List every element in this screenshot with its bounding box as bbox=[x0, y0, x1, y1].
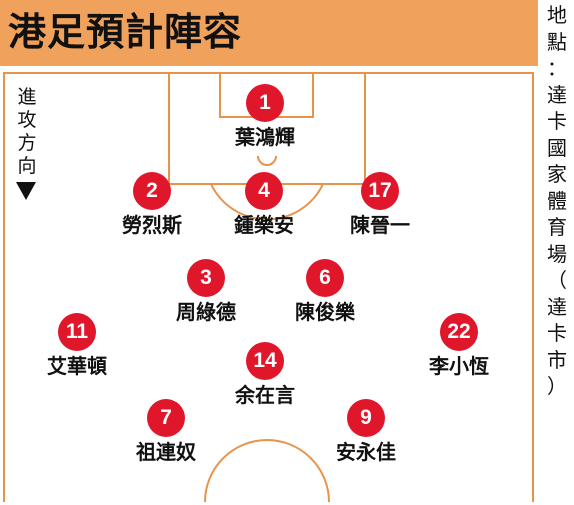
arrow-down-icon bbox=[16, 182, 36, 200]
venue-char: 國 bbox=[547, 135, 567, 160]
player-2: 2 勞烈斯 bbox=[97, 172, 207, 237]
jersey-number: 17 bbox=[361, 172, 399, 210]
player-name: 李小恆 bbox=[429, 354, 489, 378]
venue-char: 體 bbox=[547, 188, 567, 213]
player-3: 3 周綠德 bbox=[151, 259, 261, 324]
jersey-number: 4 bbox=[245, 172, 283, 210]
player-name: 勞烈斯 bbox=[122, 213, 182, 237]
player-22: 22 李小恆 bbox=[404, 313, 514, 378]
venue-char: 卡 bbox=[547, 321, 567, 345]
venue-char: 地 bbox=[547, 3, 567, 27]
jersey-number: 3 bbox=[187, 259, 225, 297]
player-11: 11 艾華頓 bbox=[22, 313, 132, 378]
player-name: 艾華頓 bbox=[47, 354, 107, 378]
venue-label: 地點：達卡國家體育場（達卡市） bbox=[542, 2, 572, 400]
player-name: 陳晉一 bbox=[350, 213, 410, 237]
player-4: 4 鍾樂安 bbox=[209, 172, 319, 237]
venue-char: ： bbox=[547, 56, 567, 80]
direction_label-char: 進 bbox=[17, 86, 37, 108]
center-circle-arc bbox=[204, 439, 330, 503]
player-7: 7 祖連奴 bbox=[111, 399, 221, 464]
player-name: 余在言 bbox=[235, 383, 295, 407]
venue-char: 達 bbox=[547, 82, 567, 107]
spot-arc bbox=[257, 155, 277, 166]
venue-char: 市 bbox=[547, 347, 567, 372]
jersey-number: 2 bbox=[133, 172, 171, 210]
player-name: 葉鴻輝 bbox=[235, 125, 295, 149]
page-title: 港足預計陣容 bbox=[8, 10, 243, 54]
venue-char: 卡 bbox=[547, 109, 567, 133]
venue-char: （ bbox=[547, 268, 567, 292]
jersey-number: 22 bbox=[440, 313, 478, 351]
penalty-arc bbox=[210, 183, 324, 221]
jersey-number: 1 bbox=[246, 84, 284, 122]
venue-char: 達 bbox=[547, 294, 567, 319]
jersey-number: 9 bbox=[347, 399, 385, 437]
jersey-number: 7 bbox=[147, 399, 185, 437]
attack-direction-label: 進攻方向 bbox=[12, 86, 42, 178]
venue-char: 點 bbox=[547, 29, 567, 54]
venue-char: 家 bbox=[547, 162, 567, 186]
jersey-number: 11 bbox=[58, 313, 96, 351]
direction_label-char: 攻 bbox=[17, 109, 37, 131]
title-banner: 港足預計陣容 bbox=[0, 0, 538, 66]
player-name: 鍾樂安 bbox=[234, 213, 294, 237]
venue-char: ） bbox=[547, 374, 567, 398]
player-9: 9 安永佳 bbox=[311, 399, 421, 464]
direction_label-char: 方 bbox=[17, 132, 37, 154]
player-name: 周綠德 bbox=[176, 300, 236, 324]
player-14: 14 余在言 bbox=[210, 342, 320, 407]
player-6: 6 陳俊樂 bbox=[270, 259, 380, 324]
venue-char: 場 bbox=[547, 241, 567, 266]
jersey-number: 14 bbox=[246, 342, 284, 380]
player-17: 17 陳晉一 bbox=[325, 172, 435, 237]
player-1: 1 葉鴻輝 bbox=[210, 84, 320, 149]
player-name: 陳俊樂 bbox=[295, 300, 355, 324]
jersey-number: 6 bbox=[306, 259, 344, 297]
direction_label-char: 向 bbox=[17, 155, 37, 177]
player-name: 安永佳 bbox=[336, 440, 396, 464]
venue-char: 育 bbox=[547, 215, 567, 239]
player-name: 祖連奴 bbox=[136, 440, 196, 464]
